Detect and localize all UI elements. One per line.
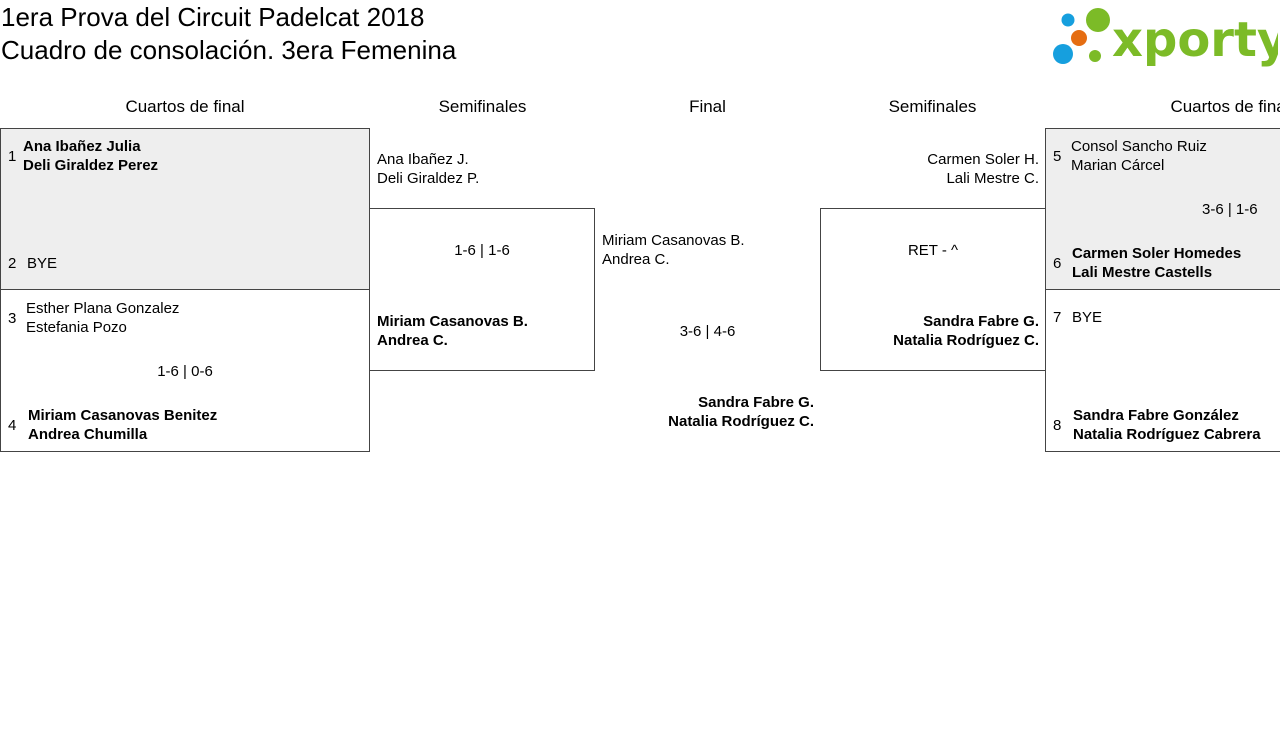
round-header-right-qf: Cuartos de final xyxy=(1170,97,1280,116)
right-sf-match[interactable]: RET - ^ Sandra Fabre G. Natalia Rodrígue… xyxy=(820,208,1046,371)
player-name: BYE xyxy=(27,255,58,272)
team-final-b[interactable]: Sandra Fabre G. Natalia Rodríguez C. xyxy=(595,393,814,431)
seed-number: 7 xyxy=(1053,309,1062,326)
team-final-a[interactable]: Miriam Casanovas B. Andrea C. xyxy=(602,231,745,269)
player-name: Sandra Fabre González xyxy=(1073,407,1239,424)
team-right-qf-2-a[interactable]: BYE xyxy=(1072,308,1102,327)
team-left-qf-2-b[interactable]: Miriam Casanovas Benitez Andrea Chumilla xyxy=(28,406,217,444)
left-qf-match-1[interactable]: 1 Ana Ibañez Julia Deli Giraldez Perez 2… xyxy=(0,128,370,290)
match-score: 1-6 | 1-6 xyxy=(454,242,510,259)
player-name: Miriam Casanovas B. xyxy=(377,313,528,330)
page-title: 1era Prova del Circuit Padelcat 2018 xyxy=(1,2,425,32)
xporty-logo[interactable]: xporty xyxy=(1050,4,1280,68)
logo-text: xporty xyxy=(1112,12,1278,68)
seed-number: 4 xyxy=(8,417,17,434)
team-left-sf-a[interactable]: Ana Ibañez J. Deli Giraldez P. xyxy=(377,150,479,188)
seed-number: 8 xyxy=(1053,417,1062,434)
player-name: Deli Giraldez P. xyxy=(377,170,480,187)
player-name: Lali Mestre C. xyxy=(946,170,1039,187)
seed-number: 5 xyxy=(1053,148,1062,165)
left-qf-match-2[interactable]: 3 Esther Plana Gonzalez Estefania Pozo 1… xyxy=(0,289,370,452)
player-name: Consol Sancho Ruiz xyxy=(1071,138,1207,155)
team-right-sf-b[interactable]: Sandra Fabre G. Natalia Rodríguez C. xyxy=(821,312,1039,350)
right-qf-match-1[interactable]: 5 Consol Sancho Ruiz Marian Cárcel 3-6 |… xyxy=(1045,128,1280,290)
player-name: Carmen Soler H. xyxy=(927,151,1039,168)
player-name: Miriam Casanovas Benitez xyxy=(28,407,218,424)
team-left-sf-b[interactable]: Miriam Casanovas B. Andrea C. xyxy=(377,312,528,350)
team-right-sf-a[interactable]: Carmen Soler H. Lali Mestre C. xyxy=(820,150,1039,188)
match-score: RET - ^ xyxy=(907,242,959,259)
player-name: Sandra Fabre G. xyxy=(698,394,814,411)
player-name: Ana Ibañez J. xyxy=(377,151,469,168)
player-name: Sandra Fabre G. xyxy=(923,313,1039,330)
team-left-qf-1-b[interactable]: BYE xyxy=(27,254,57,273)
player-name: Carmen Soler Homedes xyxy=(1072,245,1242,262)
player-name: Marian Cárcel xyxy=(1071,157,1165,174)
player-name: Esther Plana Gonzalez xyxy=(26,300,180,317)
player-name: Ana Ibañez Julia xyxy=(23,138,141,155)
left-sf-match[interactable]: 1-6 | 1-6 Miriam Casanovas B. Andrea C. xyxy=(369,208,595,371)
round-header-right-sf: Semifinales xyxy=(888,97,977,116)
seed-number: 2 xyxy=(8,255,17,272)
page-subtitle: Cuadro de consolación. 3era Femenina xyxy=(1,35,457,65)
team-right-qf-1-b[interactable]: Carmen Soler Homedes Lali Mestre Castell… xyxy=(1072,244,1241,282)
seed-number: 1 xyxy=(8,148,17,165)
match-score: 1-6 | 0-6 xyxy=(157,363,213,380)
player-name: Deli Giraldez Perez xyxy=(23,157,159,174)
player-name: Andrea Chumilla xyxy=(28,426,148,443)
player-name: Natalia Rodríguez C. xyxy=(668,413,814,430)
right-qf-match-2[interactable]: 7 BYE 8 Sandra Fabre González Natalia Ro… xyxy=(1045,289,1280,452)
match-score: 3-6 | 1-6 xyxy=(1202,201,1258,218)
round-header-left-qf: Cuartos de final xyxy=(125,97,245,116)
seed-number: 3 xyxy=(8,310,17,327)
player-name: Natalia Rodríguez C. xyxy=(893,332,1039,349)
player-name: Lali Mestre Castells xyxy=(1072,264,1213,281)
player-name: Miriam Casanovas B. xyxy=(602,232,745,249)
team-right-qf-2-b[interactable]: Sandra Fabre González Natalia Rodríguez … xyxy=(1073,406,1261,444)
team-left-qf-2-a[interactable]: Esther Plana Gonzalez Estefania Pozo xyxy=(26,299,179,337)
team-left-qf-1-a[interactable]: Ana Ibañez Julia Deli Giraldez Perez xyxy=(23,137,158,175)
seed-number: 6 xyxy=(1053,255,1062,272)
player-name: Estefania Pozo xyxy=(26,319,127,336)
xporty-logo-icon: xporty xyxy=(1053,8,1280,68)
final-score: 3-6 | 4-6 xyxy=(679,323,736,340)
team-right-qf-1-a[interactable]: Consol Sancho Ruiz Marian Cárcel xyxy=(1071,137,1207,175)
player-name: Andrea C. xyxy=(602,251,670,268)
player-name: BYE xyxy=(1072,309,1103,326)
round-header-left-sf: Semifinales xyxy=(438,97,527,116)
player-name: Andrea C. xyxy=(377,332,448,349)
player-name: Natalia Rodríguez Cabrera xyxy=(1073,426,1261,443)
round-header-final: Final xyxy=(689,97,726,116)
